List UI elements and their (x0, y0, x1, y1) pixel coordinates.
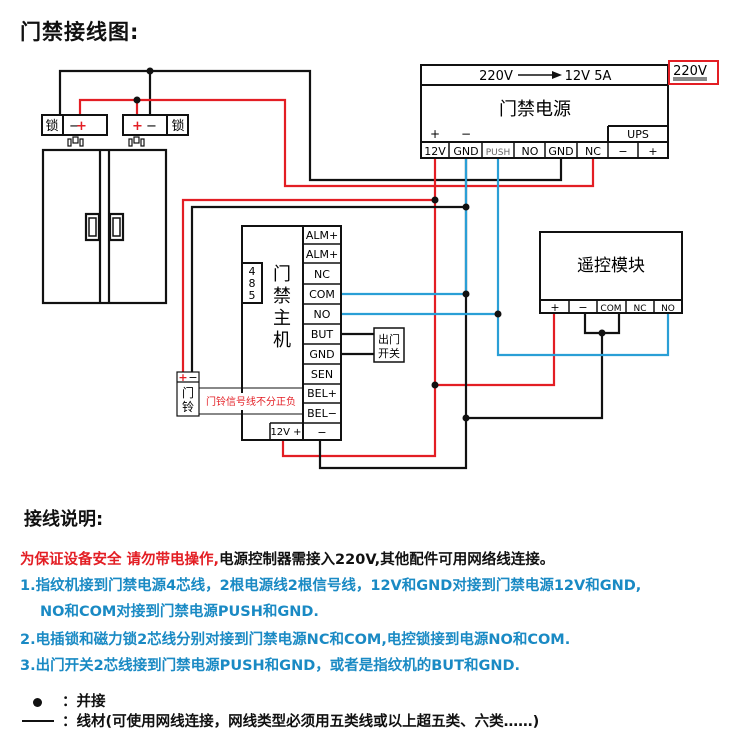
controller-name-char: 主 (273, 308, 291, 329)
lock-right-minus: − (146, 119, 157, 134)
exit-switch-label-1: 出门 (378, 332, 400, 346)
exit-switch-box (373, 327, 405, 363)
ctrl-terminal-power-minus: − (317, 426, 326, 439)
double-door-icon (41, 148, 168, 305)
wire-lock-negative (58, 69, 563, 182)
psu-terminal-push: PUSH (486, 148, 511, 158)
controller-name-char: 机 (273, 330, 291, 351)
remote-terminal-minus: − (578, 301, 587, 314)
diagram-title: 门禁接线图: (20, 20, 140, 44)
ctrl-terminal-power-plus: 12V + (270, 427, 301, 438)
warning-text: 电源控制器需接入220V,其他配件可用网络线连接。 (219, 552, 555, 568)
port-485-digit: 5 (249, 289, 256, 302)
wire-line-icon (22, 720, 54, 722)
notes-title: 接线说明: (24, 509, 104, 530)
mains-input-label: 220V (673, 64, 707, 79)
legend-junction-text: ：并接 (62, 693, 106, 710)
ups-label: UPS (627, 128, 649, 141)
note-item-2: 2.电插锁和磁力锁2芯线分别对接到门禁电源NC和COM,电控锁接到电源NO和CO… (20, 632, 571, 648)
doorbell-note: 门铃信号线不分正负 (206, 395, 296, 408)
ctrl-terminal-no: NO (314, 308, 331, 321)
doorbell-label-char: 铃 (182, 399, 194, 414)
psu-terminal-gnd2: GND (548, 145, 573, 158)
exit-switch-label-2: 开关 (378, 346, 400, 360)
controller-name-char: 门 (273, 264, 291, 285)
ups-terminal-plus: + (648, 145, 657, 158)
psu-input-voltage: 220V (479, 69, 513, 84)
ctrl-terminal-alm1: ALM+ (306, 229, 338, 242)
junction-dot (133, 96, 141, 104)
wire-12v-doorbell (181, 198, 435, 372)
lock-left-plus: + (76, 119, 87, 134)
wire-lock-positive (78, 98, 595, 188)
wire-no-to-push (340, 158, 500, 316)
junction-dot (494, 310, 502, 318)
psu-terminal-no: NO (522, 145, 539, 158)
junction-dot (146, 67, 154, 75)
psu-minus: − (461, 127, 471, 141)
junction-dot (598, 329, 606, 337)
lock-left-minus: − (69, 119, 80, 134)
doorbell-minus: − (188, 371, 197, 384)
doorbell-label-char: 门 (182, 385, 194, 400)
controller-name-char: 禁 (273, 286, 291, 307)
ctrl-terminal-bel-minus: BEL− (307, 407, 337, 420)
wire-12v-remote (435, 313, 556, 387)
ctrl-terminal-gnd: GND (309, 348, 334, 361)
legend: ：并接 ：线材(可使用网线连接，网线类型必须用五类线或以上超五类、六类……) (22, 690, 539, 730)
junction-dot (462, 290, 470, 298)
note-item-1-cont: NO和COM对接到门禁电源PUSH和GND. (40, 604, 319, 620)
doorbell-plus: + (178, 371, 187, 384)
wire-12v (281, 158, 437, 458)
lock-left (41, 114, 108, 136)
note-item-3: 3.出门开关2芯线接到门禁电源PUSH和GND，或者是指纹机的BUT和GND. (20, 658, 521, 674)
port-485-digit: 8 (249, 277, 256, 290)
wiring-diagram: 锁 − + + − 锁 220V 12V 5 (41, 60, 719, 470)
psu-terminal-12v: 12V (424, 145, 446, 158)
wire-remote-no (496, 313, 670, 357)
wiring-notes: 接线说明: 为保证设备安全 请勿带电操作,电源控制器需接入220V,其他配件可用… (20, 505, 745, 679)
ctrl-terminal-sen: SEN (311, 368, 333, 381)
remote-module-box (539, 231, 683, 314)
legend-wire-text: ：线材(可使用网线连接，网线类型必须用五类线或以上超五类、六类……) (62, 713, 540, 730)
psu-terminal-gnd: GND (453, 145, 478, 158)
mains-input-box (668, 60, 719, 85)
lock-right (122, 114, 189, 136)
wire-gnd-doorbell (190, 205, 466, 372)
legend-junction: ：并接 (22, 690, 539, 710)
remote-terminal-com: COM (600, 304, 621, 314)
remote-module-name: 遥控模块 (577, 256, 645, 276)
ctrl-terminal-bel-plus: BEL+ (307, 387, 337, 400)
remote-terminal-nc: NC (633, 304, 646, 314)
junction-dot (431, 196, 439, 204)
remote-terminal-no: NO (661, 304, 675, 314)
ctrl-terminal-nc: NC (314, 268, 330, 281)
note-item-1: 1.指纹机接到门禁电源4芯线，2根电源线2根信号线，12V和GND对接到门禁电源… (20, 578, 642, 594)
psu-terminal-nc: NC (585, 145, 601, 158)
lock-right-label: 锁 (171, 118, 184, 134)
port-485-digit: 4 (249, 265, 256, 278)
doorbell-box (176, 371, 200, 417)
psu-plus: + (430, 127, 440, 141)
ctrl-terminal-com: COM (309, 288, 335, 301)
lock-armature-icon (67, 136, 145, 147)
junction-dot (462, 203, 470, 211)
arrow-head-icon (552, 71, 562, 79)
psu-name: 门禁电源 (499, 99, 571, 120)
remote-terminal-plus: + (550, 301, 559, 314)
lock-left-label: 锁 (45, 118, 58, 134)
junction-dot (431, 381, 439, 389)
legend-wire: ：线材(可使用网线连接，网线类型必须用五类线或以上超五类、六类……) (22, 710, 539, 730)
wire-gnd-remote (466, 333, 604, 420)
ups-terminal-minus: − (618, 145, 627, 158)
lock-right-plus: + (132, 119, 143, 134)
junction-dot-icon (33, 698, 42, 707)
warning-red-text: 为保证设备安全 请勿带电操作, (20, 552, 220, 568)
safety-warning: 为保证设备安全 请勿带电操作,电源控制器需接入220V,其他配件可用网络线连接。 (20, 547, 745, 573)
ctrl-terminal-alm2: ALM+ (306, 248, 338, 261)
ctrl-terminal-but: BUT (311, 328, 334, 341)
psu-output-rating: 12V 5A (565, 69, 612, 84)
junction-dot (462, 414, 470, 422)
